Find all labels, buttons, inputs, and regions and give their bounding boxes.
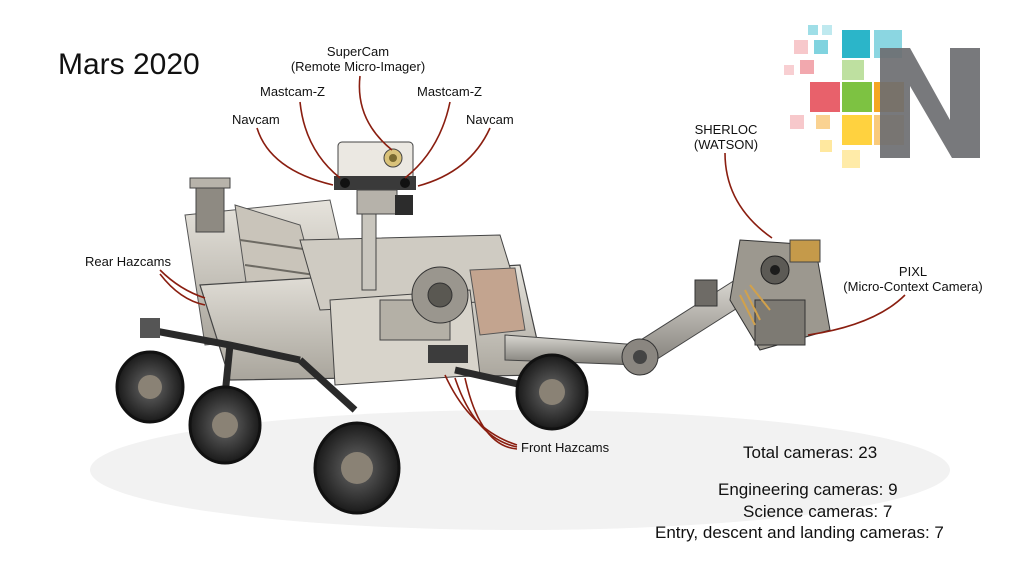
- label-mastcam-right: Mastcam-Z: [417, 84, 482, 99]
- leader-supercam: [358, 75, 393, 151]
- stat-edl-cameras: Entry, descent and landing cameras: 7: [655, 523, 944, 542]
- leader-lines: [159, 75, 906, 450]
- leader-sherloc: [724, 152, 773, 239]
- label-supercam-line2: (Remote Micro-Imager): [290, 59, 426, 74]
- logo-letter-n: [880, 48, 980, 158]
- stat-total-cameras: Total cameras: 23: [743, 443, 878, 462]
- leader-rear-hazcams-1: [159, 269, 206, 299]
- label-sherloc-line2: (WATSON): [693, 137, 759, 152]
- rover-wheel-front-left: [313, 421, 401, 515]
- label-sherloc-line1: SHERLOC: [694, 122, 758, 137]
- leader-navcam-right: [417, 127, 491, 187]
- rover-mast: [334, 141, 416, 291]
- rover-wheel-middle-left: [188, 385, 262, 465]
- label-pixl-line2: (Micro-Context Camera): [843, 279, 983, 294]
- rover-suspension: [140, 318, 546, 413]
- label-supercam-line1: SuperCam: [326, 44, 390, 59]
- label-supercam: SuperCam (Remote Micro-Imager): [283, 44, 433, 74]
- label-navcam-left: Navcam: [232, 112, 280, 127]
- label-pixl: PIXL (Micro-Context Camera): [833, 264, 993, 294]
- leader-mastcam-right: [404, 101, 451, 179]
- label-rear-hazcams: Rear Hazcams: [85, 254, 171, 269]
- nrtv-logo: [784, 25, 980, 168]
- label-sherloc: SHERLOC (WATSON): [683, 122, 769, 152]
- label-navcam-right: Navcam: [466, 112, 514, 127]
- stat-engineering-cameras: Engineering cameras: 9: [718, 480, 898, 499]
- leader-rear-hazcams-2: [159, 273, 206, 306]
- label-pixl-line1: PIXL: [898, 264, 928, 279]
- leader-front-hazcams-3: [464, 377, 518, 450]
- rover-wheel-front-right: [515, 353, 589, 431]
- rover-turret: [729, 239, 831, 351]
- leader-navcam-left: [256, 127, 334, 186]
- rover-wheel-rear-left: [115, 350, 185, 424]
- rover-body: [199, 234, 546, 386]
- leader-mastcam-left: [299, 101, 341, 179]
- leader-front-hazcams-2: [454, 377, 518, 448]
- label-front-hazcams: Front Hazcams: [521, 440, 610, 455]
- page-title: Mars 2020: [58, 48, 200, 81]
- logo-rtv-text: RTV: [936, 160, 991, 190]
- leader-pixl: [807, 294, 906, 336]
- stat-science-cameras: Science cameras: 7: [743, 502, 893, 521]
- ground-shadow: [90, 410, 950, 530]
- label-mastcam-left: Mastcam-Z: [260, 84, 325, 99]
